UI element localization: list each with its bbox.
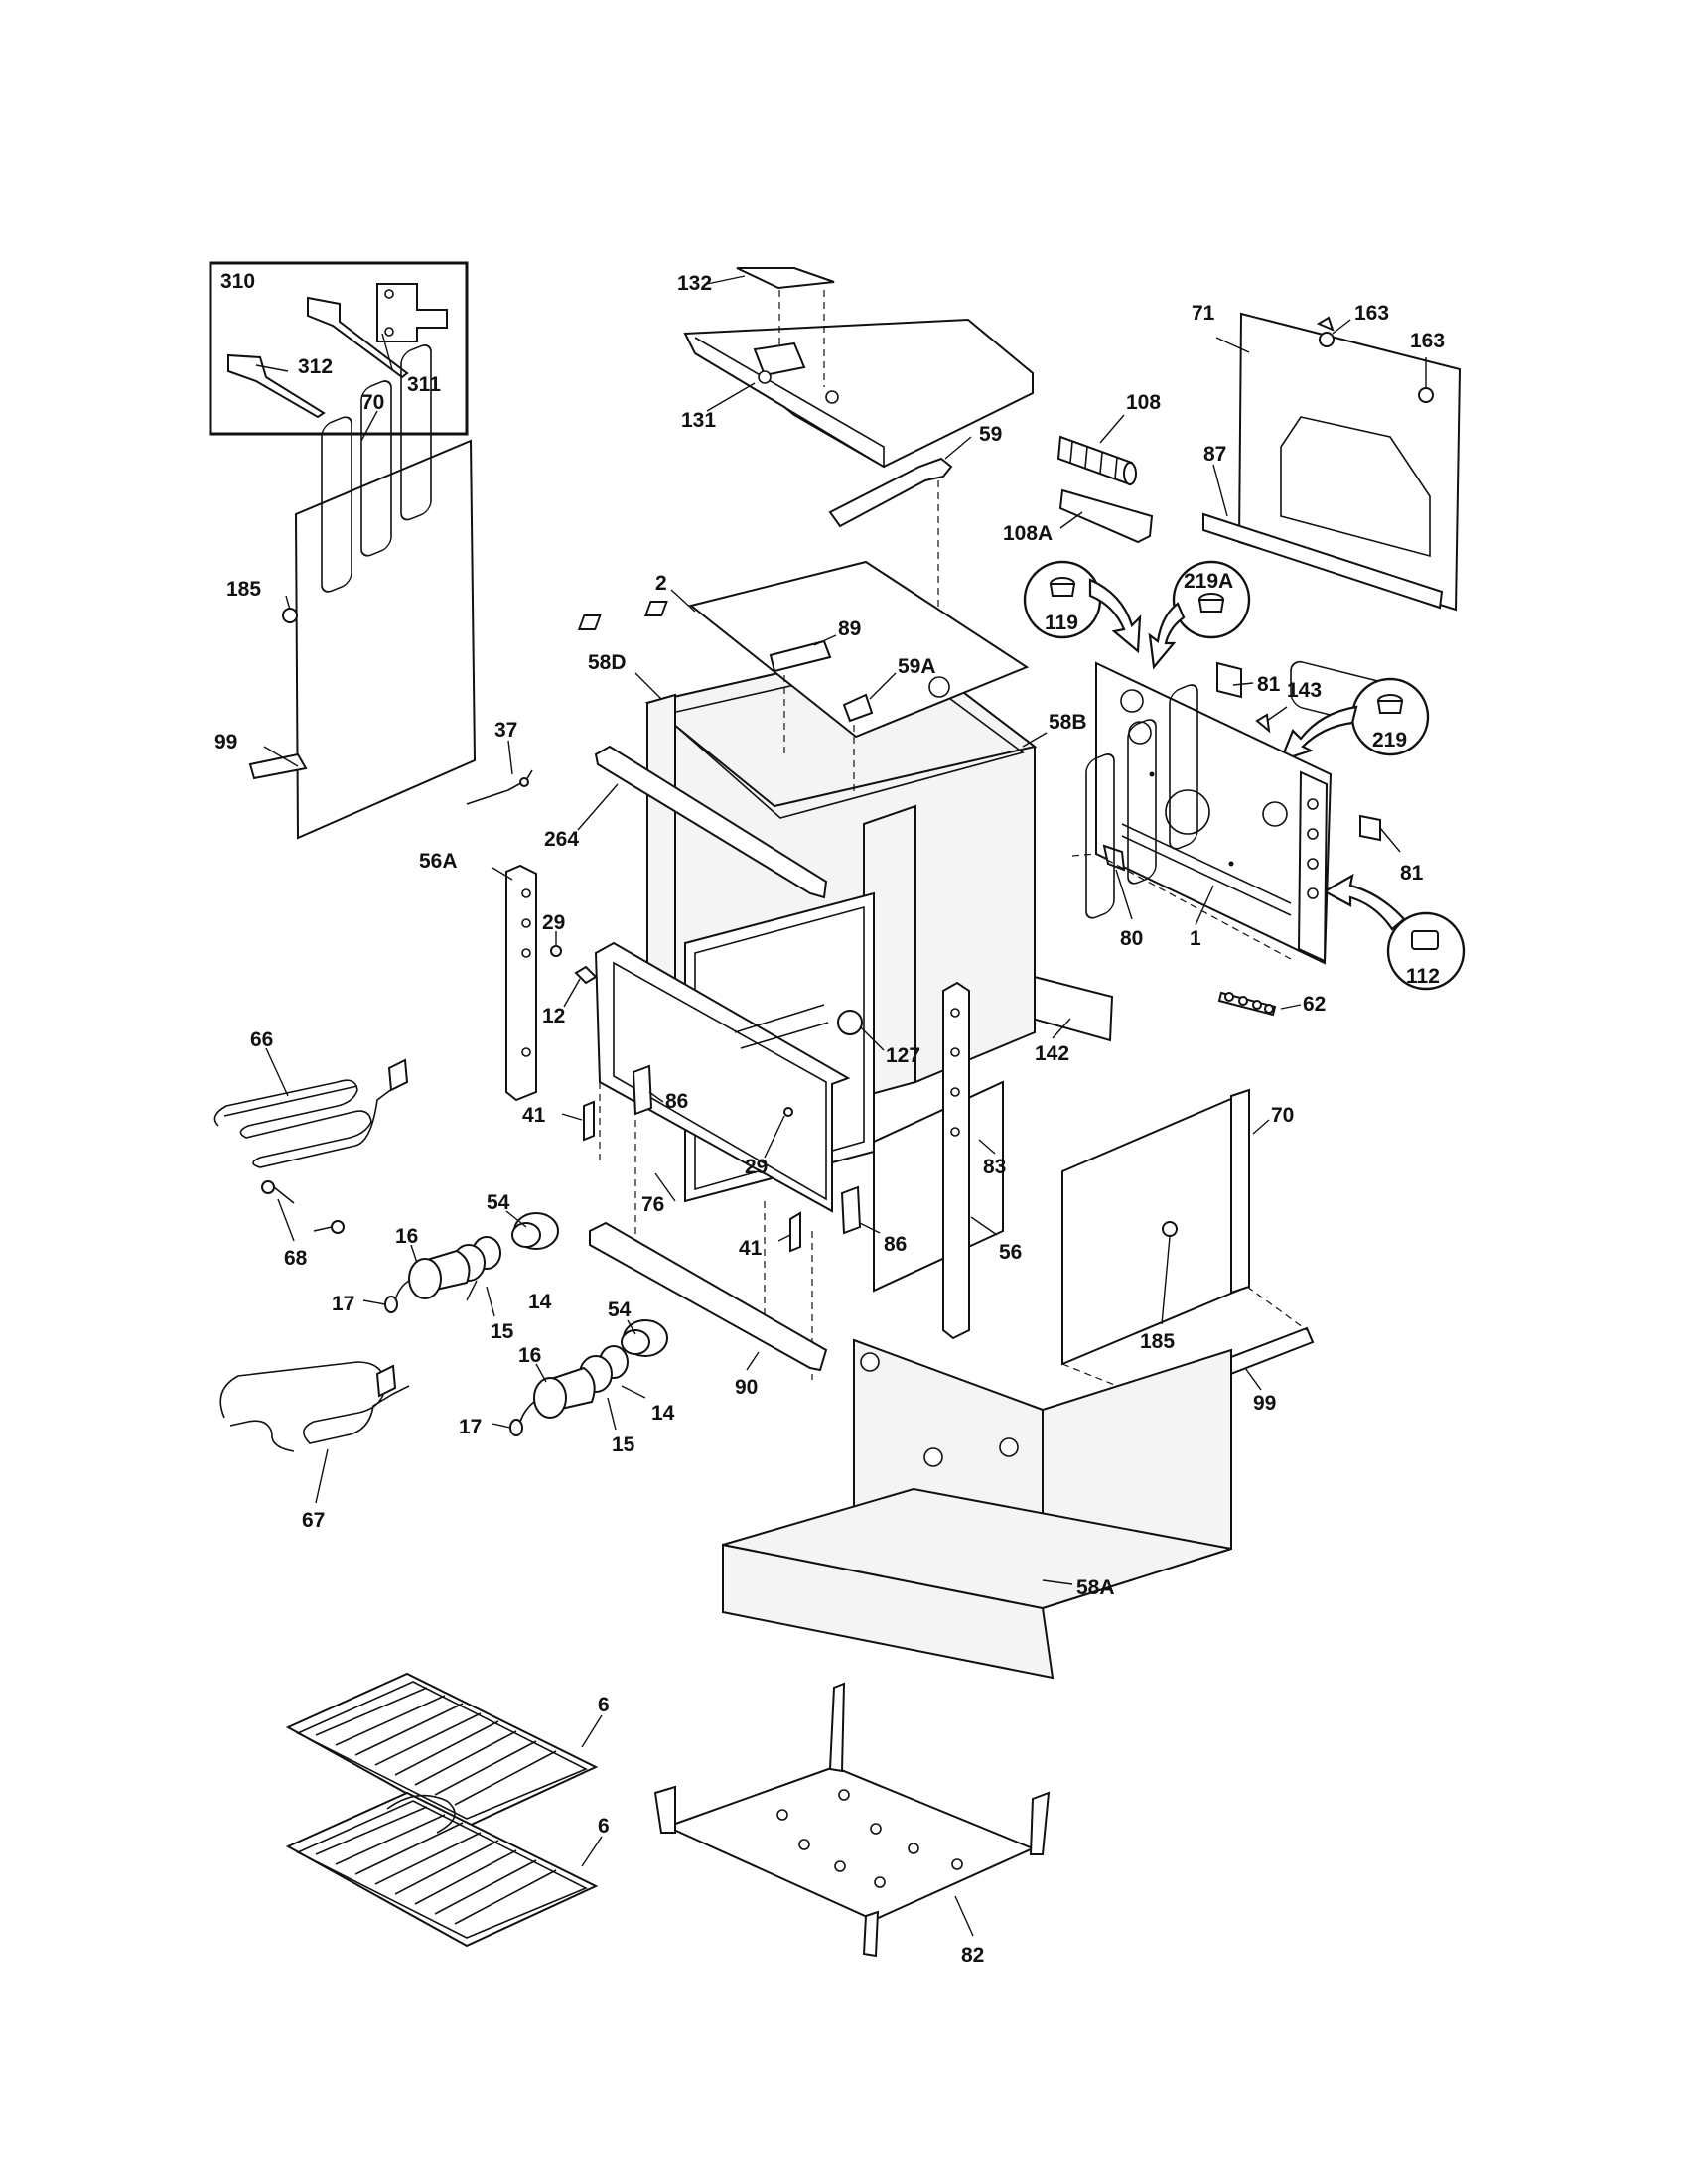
hinges-41-86 — [561, 1064, 881, 1253]
label-219: 219 — [1372, 729, 1407, 751]
top-plate-2 — [577, 560, 1030, 794]
label-264: 264 — [544, 828, 579, 851]
label-82: 82 — [961, 1944, 984, 1967]
broil-element-66 — [213, 1047, 409, 1168]
inset-kit-310 — [209, 261, 469, 436]
label-112: 112 — [1406, 965, 1440, 988]
label-59: 59 — [979, 423, 1002, 446]
oven-rack-upper — [285, 1672, 603, 1829]
label-2: 2 — [655, 572, 667, 595]
label-80: 80 — [1120, 927, 1143, 950]
label-14-a: 14 — [528, 1291, 552, 1313]
label-89: 89 — [838, 617, 861, 640]
rail-56a — [492, 864, 537, 1102]
label-58d: 58D — [588, 651, 627, 674]
sensor-37 — [466, 740, 533, 805]
label-71: 71 — [1192, 302, 1215, 325]
label-142: 142 — [1035, 1042, 1069, 1065]
label-16-a: 16 — [395, 1225, 418, 1248]
callout-112 — [1322, 873, 1466, 991]
label-76: 76 — [641, 1193, 664, 1216]
label-17-b: 17 — [459, 1416, 482, 1438]
callout-219a — [1148, 560, 1251, 670]
label-67: 67 — [302, 1509, 325, 1532]
label-83: 83 — [983, 1156, 1006, 1178]
small-parts-12-29 — [550, 931, 598, 1008]
trim-264 — [577, 745, 828, 899]
label-81-b: 81 — [1400, 862, 1424, 885]
label-143: 143 — [1287, 679, 1322, 702]
pins-68 — [261, 1180, 345, 1242]
oven-rack-lower — [285, 1791, 603, 1948]
label-68: 68 — [284, 1247, 308, 1270]
label-1: 1 — [1190, 927, 1201, 950]
part-labels: 310 312 311 132 131 59 163 163 71 108 10… — [214, 270, 1445, 1967]
label-90: 90 — [735, 1376, 758, 1399]
bake-element-67 — [219, 1361, 410, 1504]
label-6-a: 6 — [598, 1694, 610, 1716]
label-87: 87 — [1203, 443, 1226, 466]
label-163-b: 163 — [1410, 330, 1445, 352]
label-310: 310 — [220, 270, 255, 293]
fan-108 — [1056, 414, 1154, 544]
label-54-b: 54 — [608, 1298, 632, 1321]
label-127: 127 — [886, 1044, 920, 1067]
label-41-a: 41 — [522, 1104, 546, 1127]
terminal-block-62 — [1217, 991, 1302, 1017]
label-15-a: 15 — [491, 1320, 514, 1343]
label-81-a: 81 — [1257, 673, 1281, 696]
label-311: 311 — [407, 373, 441, 396]
label-70-b: 70 — [1271, 1104, 1294, 1127]
label-132: 132 — [677, 272, 712, 295]
oven-liner — [594, 891, 1004, 1380]
bottom-insulation-58a — [722, 1338, 1232, 1680]
side-panel-70-left — [248, 344, 477, 840]
lamp-assembly-upper — [362, 1210, 559, 1317]
label-163-a: 163 — [1354, 302, 1389, 325]
label-70-a: 70 — [361, 391, 384, 414]
label-62: 62 — [1303, 993, 1326, 1016]
label-54-a: 54 — [487, 1191, 510, 1214]
label-56: 56 — [999, 1241, 1022, 1264]
label-56a: 56A — [419, 850, 458, 873]
label-41-b: 41 — [739, 1237, 763, 1260]
label-15-b: 15 — [612, 1433, 635, 1456]
callout-219 — [1279, 677, 1430, 762]
label-17-a: 17 — [332, 1293, 354, 1315]
label-58b: 58B — [1049, 711, 1087, 734]
label-108a: 108A — [1003, 522, 1053, 545]
label-6-b: 6 — [598, 1815, 610, 1838]
rear-panel-1 — [1071, 661, 1401, 965]
label-86-b: 86 — [884, 1233, 907, 1256]
label-66: 66 — [250, 1028, 273, 1051]
label-58a: 58A — [1076, 1576, 1115, 1599]
label-29-a: 29 — [542, 911, 565, 934]
label-108: 108 — [1126, 391, 1161, 414]
lamp-assembly-lower — [492, 1319, 668, 1436]
top-cover-131-132 — [683, 267, 1034, 469]
label-312: 312 — [298, 355, 333, 378]
label-86-a: 86 — [665, 1090, 688, 1113]
label-99-b: 99 — [1253, 1392, 1276, 1415]
label-29-b: 29 — [745, 1156, 768, 1178]
label-37: 37 — [494, 719, 517, 742]
callout-119 — [1023, 560, 1142, 654]
label-131: 131 — [681, 409, 716, 432]
label-99-a: 99 — [214, 731, 237, 753]
label-59a: 59A — [898, 655, 936, 678]
label-16-b: 16 — [518, 1344, 541, 1367]
label-14-b: 14 — [651, 1402, 675, 1425]
back-panel-71 — [1202, 312, 1462, 731]
label-219a: 219A — [1184, 570, 1233, 593]
label-185-b: 185 — [1140, 1330, 1175, 1353]
trim-90 — [589, 1221, 828, 1372]
label-185-a: 185 — [226, 578, 261, 601]
label-119: 119 — [1045, 612, 1078, 634]
base-pan-82 — [653, 1682, 1051, 1958]
rail-56 — [942, 981, 998, 1340]
label-12: 12 — [542, 1005, 565, 1027]
